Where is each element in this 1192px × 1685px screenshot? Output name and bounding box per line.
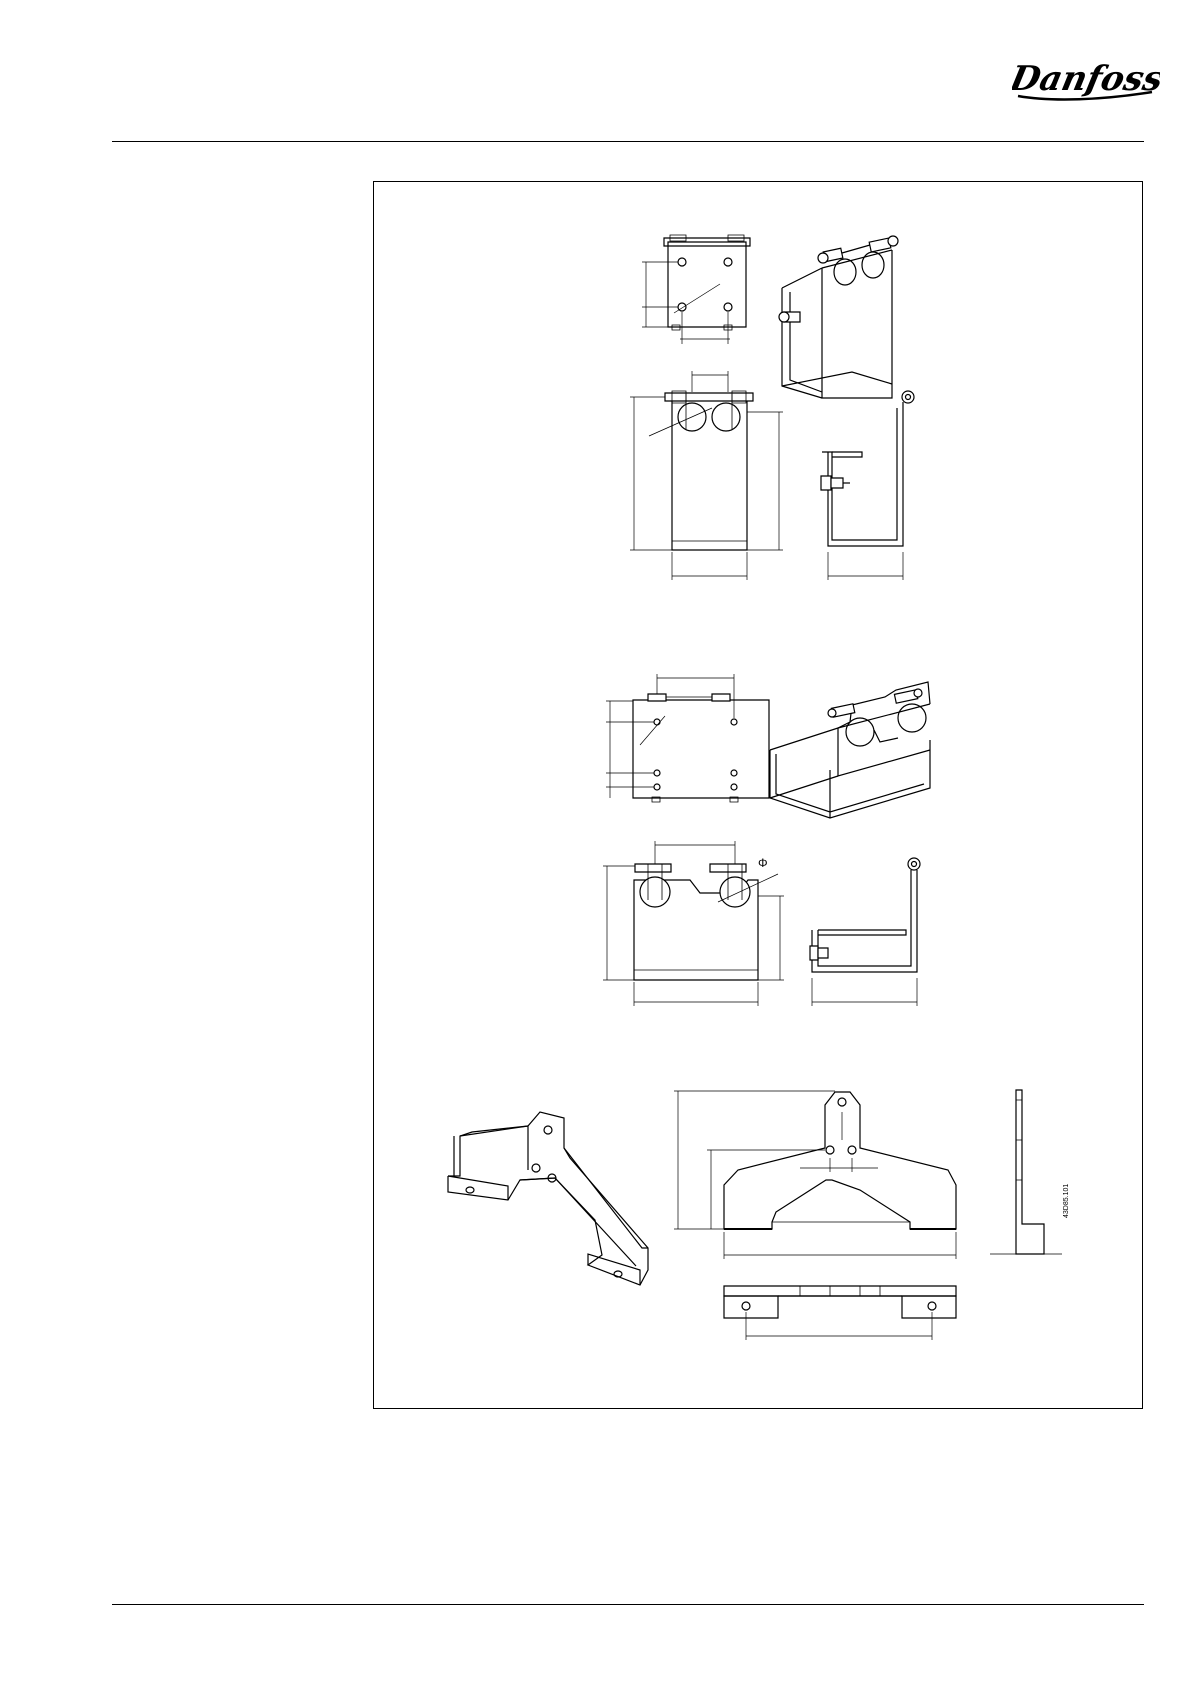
bracket-3-side-view <box>990 1090 1062 1254</box>
bracket-1-isometric-view <box>779 236 898 398</box>
bracket-3-bottom-view <box>724 1286 956 1340</box>
bracket-2-isometric-view <box>770 682 930 818</box>
footer-rule <box>112 1604 1144 1605</box>
bracket-1-side-view <box>821 391 914 580</box>
bracket-1-front-view <box>630 371 783 580</box>
bracket-1-top-view <box>642 235 750 344</box>
bracket-3-isometric-view <box>448 1112 648 1285</box>
diameter-symbol: Φ <box>758 856 768 870</box>
drawing-code: 43D85.101 <box>1063 1184 1070 1218</box>
bracket-3-front-view <box>674 1091 956 1259</box>
bracket-2-side-view <box>810 858 920 1006</box>
bracket-2-top-view <box>606 674 769 802</box>
bracket-2-front-view <box>603 841 784 1006</box>
